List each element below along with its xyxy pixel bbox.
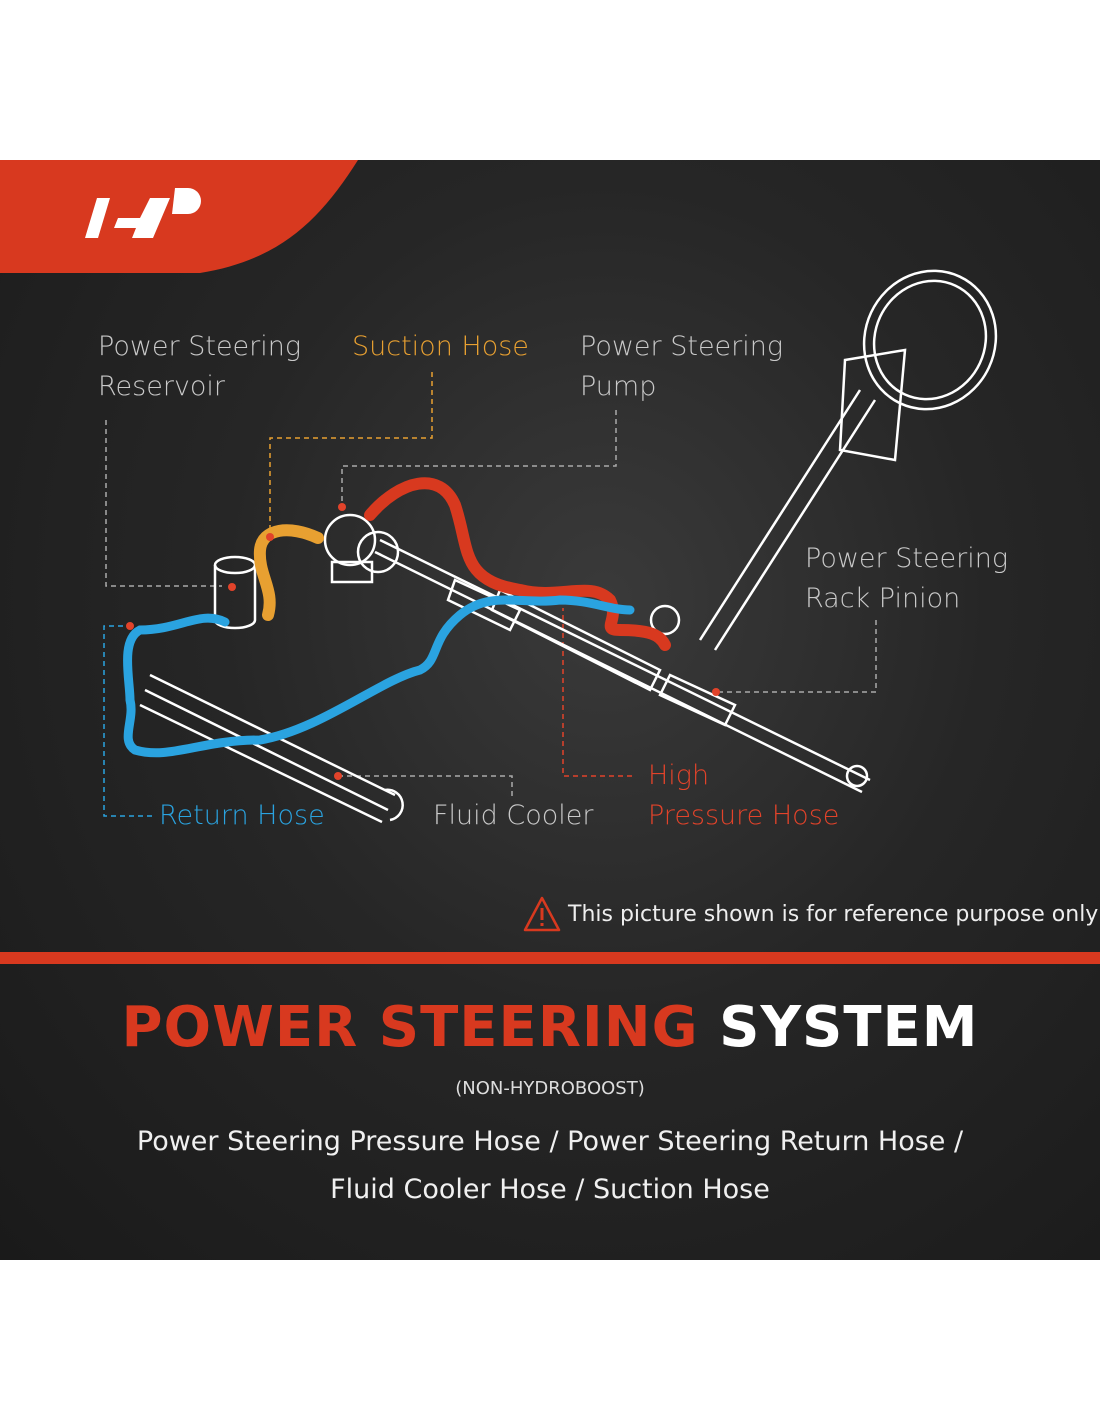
label-line: Rack Pinion — [805, 583, 961, 614]
description-line1: Power Steering Pressure Hose / Power Ste… — [136, 1126, 964, 1157]
label-line: Reservoir — [98, 371, 226, 402]
power-steering-diagram — [103, 269, 998, 824]
label-suction-hose: Suction Hose — [352, 331, 529, 362]
subtitle: (NON-HYDROBOOST) — [455, 1078, 645, 1099]
description: Power Steering Pressure Hose / Power Ste… — [0, 1118, 1100, 1214]
steering-column — [649, 269, 998, 651]
high-pressure-hose — [364, 477, 671, 651]
brand-logo — [85, 188, 201, 238]
return-hose — [123, 595, 635, 758]
steering-rack — [374, 538, 871, 794]
divider-stripe — [0, 952, 1100, 964]
reference-note: This picture shown is for reference purp… — [522, 895, 1098, 933]
pump — [323, 513, 400, 584]
label-line: Pump — [580, 371, 657, 402]
infographic-panel: Power Steering Reservoir Suction Hose Po… — [0, 160, 1100, 1260]
label-pump: Power Steering Pump — [580, 327, 783, 407]
suction-hose — [253, 524, 324, 621]
label-return-hose: Return Hose — [159, 800, 325, 831]
label-line: High — [648, 760, 710, 791]
label-high-pressure-hose: High Pressure Hose — [648, 756, 839, 836]
label-line: Pressure Hose — [648, 800, 840, 831]
title-part2: SYSTEM — [719, 995, 979, 1060]
label-line: Power Steering — [580, 331, 784, 362]
label-line: Power Steering — [98, 331, 302, 362]
label-fluid-cooler: Fluid Cooler — [433, 800, 594, 831]
description-line2: Fluid Cooler Hose / Suction Hose — [330, 1174, 770, 1205]
label-line: Power Steering — [805, 543, 1009, 574]
label-reservoir: Power Steering Reservoir — [98, 327, 301, 407]
label-rack-pinion: Power Steering Rack Pinion — [805, 539, 1008, 619]
page-title: POWER STEERING SYSTEM — [0, 995, 1100, 1060]
reference-note-text: This picture shown is for reference purp… — [568, 901, 1099, 927]
warning-triangle-icon — [523, 896, 561, 932]
title-part1: POWER STEERING — [121, 995, 699, 1060]
brand-banner — [0, 160, 358, 273]
